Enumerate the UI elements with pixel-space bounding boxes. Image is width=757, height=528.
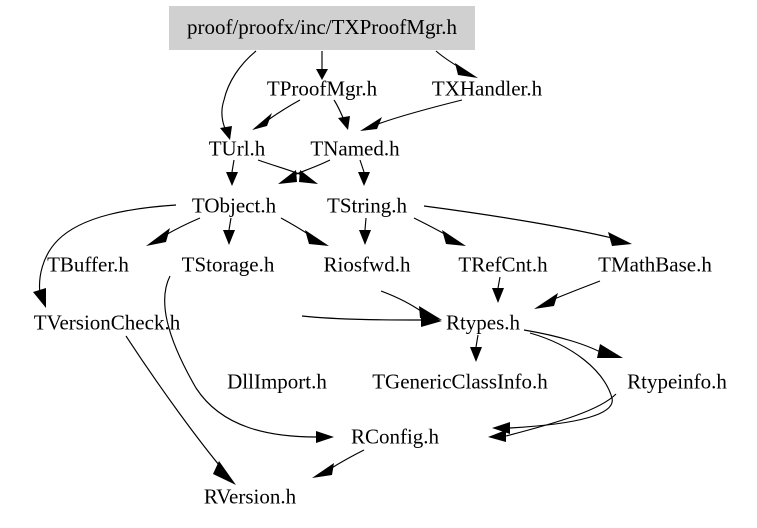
graph-node-root[interactable]: proof/proofx/inc/TXProofMgr.h — [168, 6, 476, 50]
edge-tstorage-to-rconfig — [164, 275, 334, 443]
graph-node-tstorage[interactable]: TStorage.h — [181, 252, 275, 277]
edge-tversioncheck-to-rversion — [125, 335, 236, 485]
edge-tnamed-to-tobject — [278, 159, 331, 184]
graph-node-tproofmgr[interactable]: TProofMgr.h — [266, 76, 378, 101]
edge-tobject-to-tstorage — [223, 217, 235, 245]
edge-rtypes-to-rtypeinfo — [523, 329, 623, 358]
edge-tstring-to-trefcnt — [413, 217, 466, 246]
edge-tproofmgr-to-turl — [252, 99, 301, 130]
edge-rtypes-to-tgenericclassinfo — [470, 334, 482, 362]
graph-node-tbuffer[interactable]: TBuffer.h — [47, 252, 129, 277]
graph-node-tgenericclassinfo[interactable]: TGenericClassInfo.h — [372, 369, 548, 394]
graph-node-tmathbase[interactable]: TMathBase.h — [598, 252, 712, 277]
graph-node-tnamed[interactable]: TNamed.h — [310, 136, 400, 161]
edge-root-to-txhandler — [435, 50, 478, 78]
edge-turl-to-tobject — [226, 159, 238, 186]
graph-node-tstring[interactable]: TString.h — [327, 193, 407, 218]
edge-tobject-to-riosfwd — [280, 217, 329, 246]
edge-rconfig-to-rversion — [312, 449, 365, 478]
graph-node-riosfwd[interactable]: Riosfwd.h — [323, 252, 411, 277]
graph-node-tversioncheck[interactable]: TVersionCheck.h — [33, 310, 181, 335]
edge-tobject-to-tbuffer — [146, 217, 201, 246]
edge-txhandler-to-tnamed — [360, 99, 463, 131]
graph-node-txhandler[interactable]: TXHandler.h — [431, 76, 543, 101]
graph-node-rtypes[interactable]: Rtypes.h — [445, 310, 521, 335]
edge-tstring-to-riosfwd — [359, 217, 371, 245]
graph-node-trefcnt[interactable]: TRefCnt.h — [458, 252, 548, 277]
edge-turl-to-tstring — [257, 159, 318, 184]
graph-node-rversion[interactable]: RVersion.h — [203, 484, 297, 509]
graph-node-dllimport[interactable]: DllImport.h — [227, 369, 327, 394]
edge-riosfwd-to-rtypes — [380, 290, 442, 320]
edge-rtypeinfo-to-rconfig — [488, 393, 617, 442]
graph-node-tobject[interactable]: TObject.h — [191, 193, 277, 218]
edge-tmathbase-to-rtypes — [534, 280, 601, 309]
edge-dllimport-to-rtypes — [301, 314, 442, 327]
edge-tproofmgr-to-tnamed — [333, 99, 350, 130]
edge-tstring-to-tmathbase — [423, 205, 632, 246]
graph-node-turl[interactable]: TUrl.h — [208, 136, 266, 161]
edge-tnamed-to-tstring — [358, 159, 370, 186]
graph-node-rtypeinfo[interactable]: Rtypeinfo.h — [627, 369, 727, 394]
edge-root-to-turl — [220, 50, 257, 140]
graph-node-rconfig[interactable]: RConfig.h — [350, 424, 440, 449]
edge-trefcnt-to-rtypes — [492, 276, 504, 303]
